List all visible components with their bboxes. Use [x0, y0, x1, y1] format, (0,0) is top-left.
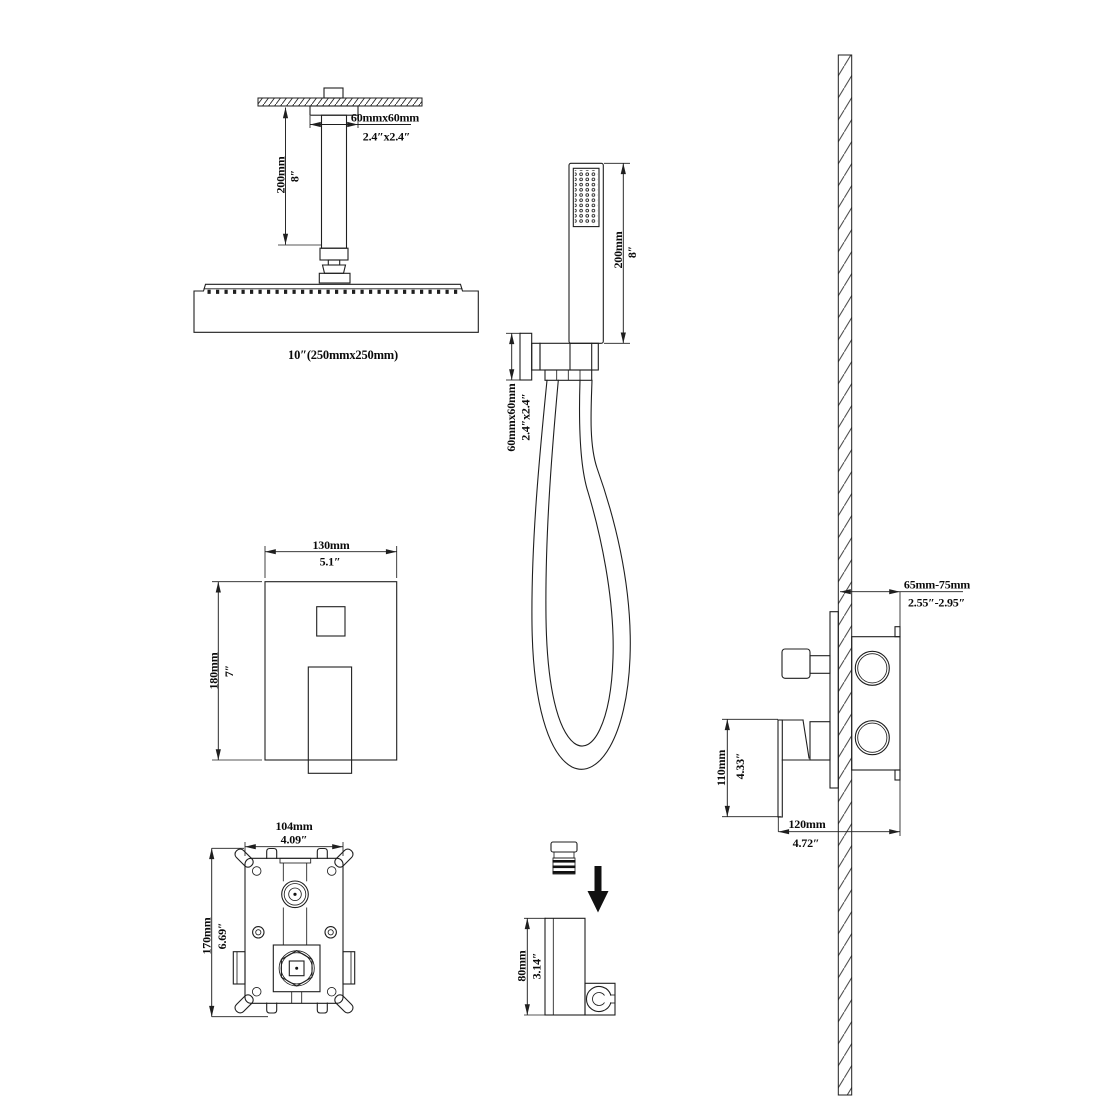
- cartridge-hex-nut: [280, 949, 313, 987]
- dim-supply-size-in: 2.4″x2.4″: [519, 393, 533, 440]
- knob-stem: [809, 655, 831, 674]
- shower-head: [193, 283, 479, 333]
- dim-ceiling-arm-length-mm: 200mm: [274, 156, 288, 193]
- supply-wall-plate: [519, 332, 533, 381]
- side-port-right: [342, 951, 356, 985]
- wall-side-view-figure: 65mm-75mm 2.55″-2.95″ 110mm 4.33″ 120mm …: [714, 54, 970, 1096]
- holder-figure: 80mm 3.14″: [515, 841, 616, 1016]
- dim-valve-width-in: 4.09″: [281, 833, 308, 847]
- screw-right: [324, 926, 337, 939]
- bracket-clip-top-1: [266, 847, 278, 860]
- supply-connector: [531, 342, 541, 371]
- head-connector-base: [318, 272, 351, 284]
- dim-handle-height-in: 4.33″: [733, 753, 747, 780]
- side-port-left: [232, 951, 246, 985]
- diverter-knob-side: [781, 648, 811, 679]
- valve-top-flange: [279, 857, 312, 864]
- spray-nozzle-dots: [574, 170, 598, 225]
- dim-valve-width-mm: 104mm: [276, 819, 313, 833]
- arm-collar: [319, 247, 349, 261]
- top-port-outer: [281, 880, 309, 909]
- valve-port-lower: [854, 720, 890, 756]
- corner-hole-3: [251, 986, 262, 997]
- dim-ceiling-arm-size-mm: 60mmx60mm: [351, 111, 419, 125]
- bracket-clip-bottom-2: [316, 1002, 328, 1014]
- hand-shower-figure: 200mm 8″ 60mmx60mm 2.4″x2.4″: [504, 162, 639, 770]
- valve-port-upper: [854, 650, 890, 686]
- mounting-ear-bottom-left: [234, 994, 254, 1014]
- dim-wand-length-in: 8″: [625, 246, 639, 258]
- trim-plate: [264, 581, 398, 761]
- valve-tab-top: [894, 626, 901, 638]
- hand-shower-holder-body: [539, 342, 599, 371]
- corner-hole-2: [326, 866, 337, 876]
- mounting-ear-top-right: [334, 848, 354, 868]
- dim-ceiling-arm-length-in: 8″: [288, 170, 302, 182]
- lever-handle-blade: [777, 719, 783, 818]
- wall-section-hatch: [837, 54, 853, 1096]
- ceiling-section-hatch: [257, 97, 423, 107]
- lever-neck-taper: [802, 719, 810, 759]
- lever-base: [809, 721, 831, 761]
- valve-tab-bottom: [894, 769, 901, 781]
- arm-nut: [321, 264, 347, 274]
- bracket-clip-top-2: [316, 847, 328, 860]
- dim-wall-depth-in: 2.55″-2.95″: [908, 596, 965, 610]
- dim-plate-width-mm: 130mm: [313, 538, 350, 552]
- shower-hose-inner: [545, 379, 614, 747]
- thread-band-1: [552, 860, 576, 863]
- dim-holder-height-mm: 80mm: [515, 950, 529, 981]
- thread-band-2: [552, 865, 576, 869]
- mounting-ear-top-left: [234, 848, 254, 868]
- rough-in-valve-figure: 104mm 4.09″ 170mm 6.69″: [200, 819, 356, 1018]
- mounting-ear-bottom-right: [334, 994, 354, 1014]
- connector-head: [550, 841, 578, 853]
- dim-head-size-label: 10″(250mmx250mm): [288, 348, 398, 362]
- holder-clip-inner: [592, 992, 605, 1006]
- wand-spray-face: [572, 167, 600, 228]
- dim-total-depth-in: 4.72″: [793, 836, 820, 850]
- trim-plate-figure: 130mm 5.1″ 180mm 7″: [207, 538, 398, 774]
- screw-left: [252, 926, 265, 939]
- corner-hole-4: [326, 986, 337, 997]
- arm-neck: [327, 259, 341, 266]
- shower-arm: [320, 114, 348, 249]
- dim-total-depth-mm: 120mm: [789, 817, 826, 831]
- valve-body-side: [851, 636, 901, 771]
- insert-arrow-icon: [587, 866, 609, 913]
- connector-groove: [553, 851, 575, 859]
- dim-plate-width-in: 5.1″: [320, 555, 341, 569]
- trim-handle: [307, 666, 353, 774]
- diverter-button: [316, 606, 346, 637]
- dim-plate-height-mm: 180mm: [207, 652, 221, 689]
- dim-handle-height-mm: 110mm: [714, 750, 728, 787]
- shower-hose-outer: [531, 379, 631, 770]
- trim-plate-side: [829, 611, 839, 789]
- dim-wall-depth-mm: 65mm-75mm: [904, 578, 970, 592]
- cartridge-box: [272, 944, 321, 993]
- ceiling-pipe-stub: [323, 87, 344, 99]
- thread-band-3: [552, 871, 576, 874]
- holder-clip-block: [584, 982, 616, 1016]
- dim-valve-height-in: 6.69″: [215, 923, 229, 950]
- dim-holder-height-in: 3.14″: [530, 953, 544, 980]
- holder-clip-outer: [585, 985, 612, 1013]
- corner-hole-1: [251, 866, 262, 876]
- dim-ceiling-arm-size-in: 2.4″x2.4″: [363, 130, 410, 144]
- dim-plate-height-in: 7″: [222, 665, 236, 677]
- dim-valve-height-mm: 170mm: [200, 917, 214, 954]
- holder-body: [544, 917, 586, 1016]
- dim-supply-size-mm: 60mmx60mm: [504, 383, 518, 451]
- dim-wand-length-mm: 200mm: [611, 231, 625, 268]
- cartridge-stem: [288, 960, 305, 977]
- bracket-clip-bottom-1: [266, 1002, 278, 1014]
- ceiling-shower-figure: 60mmx60mm 2.4″x2.4″ 200mm 8″ 10″(250mmx2…: [193, 87, 479, 362]
